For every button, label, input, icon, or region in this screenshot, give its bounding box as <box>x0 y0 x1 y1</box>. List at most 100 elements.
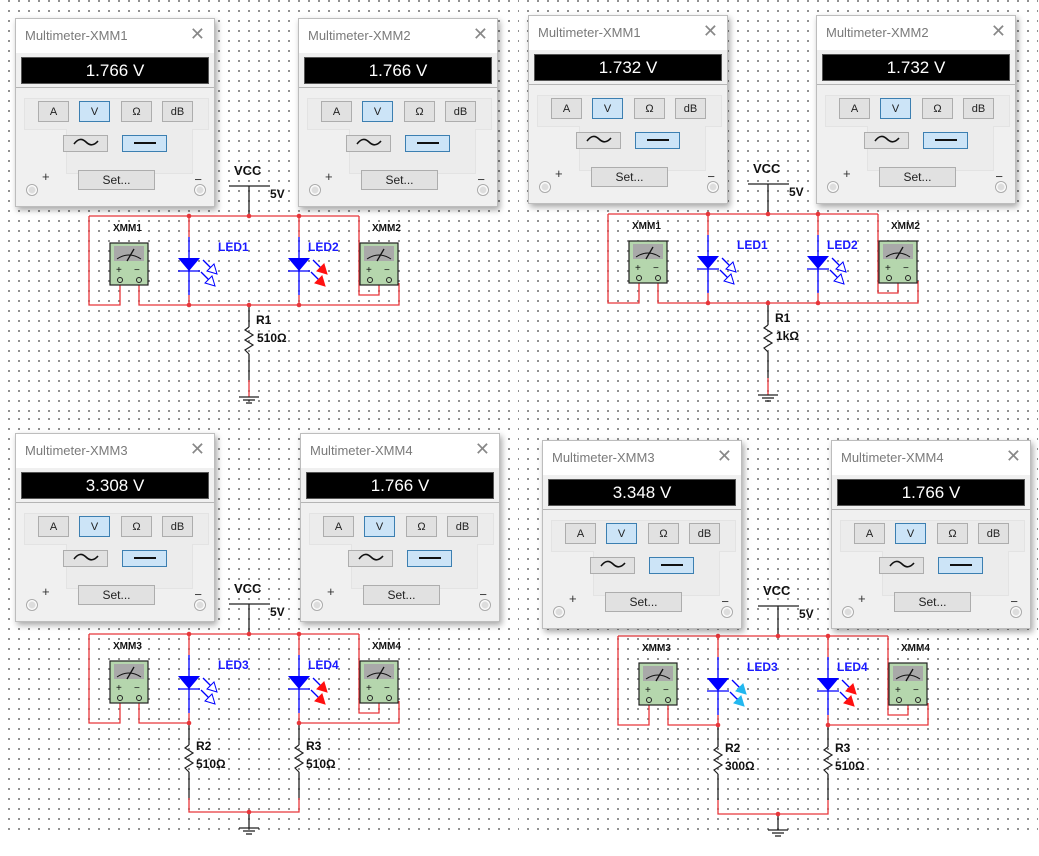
v-mode-button[interactable]: V <box>362 101 393 122</box>
title-bar[interactable]: Multimeter-XMM3✕ <box>543 441 741 475</box>
title-bar[interactable]: Multimeter-XMM1✕ <box>529 16 727 50</box>
v-mode-button[interactable]: V <box>79 101 110 122</box>
positive-terminal[interactable] <box>827 181 839 193</box>
negative-terminal[interactable] <box>194 599 206 611</box>
a-mode-button[interactable]: A <box>323 516 354 537</box>
close-icon[interactable]: ✕ <box>189 439 205 459</box>
ohm-mode-button[interactable]: Ω <box>648 523 679 544</box>
set-button[interactable]: Set... <box>894 592 971 612</box>
a-mode-button[interactable]: A <box>854 523 885 544</box>
set-button[interactable]: Set... <box>879 167 956 187</box>
positive-terminal[interactable] <box>311 599 323 611</box>
ac-button[interactable] <box>348 550 393 567</box>
multimeter-symbol[interactable]: +− <box>359 660 399 704</box>
db-mode-button[interactable]: dB <box>162 516 193 537</box>
db-mode-button[interactable]: dB <box>447 516 478 537</box>
set-button[interactable]: Set... <box>361 170 438 190</box>
multimeter-symbol[interactable]: +− <box>878 240 918 284</box>
negative-terminal[interactable] <box>721 606 733 618</box>
v-mode-button[interactable]: V <box>895 523 926 544</box>
dc-button[interactable] <box>122 135 167 152</box>
dc-button[interactable] <box>407 550 452 567</box>
ac-button[interactable] <box>63 135 108 152</box>
dc-button[interactable] <box>649 557 694 574</box>
negative-terminal[interactable] <box>707 181 719 193</box>
close-icon[interactable]: ✕ <box>716 446 732 466</box>
a-mode-button[interactable]: A <box>321 101 352 122</box>
multimeter-symbol[interactable]: +− <box>109 660 149 704</box>
positive-terminal[interactable] <box>553 606 565 618</box>
a-mode-button[interactable]: A <box>38 101 69 122</box>
positive-terminal[interactable] <box>26 184 38 196</box>
ohm-mode-button[interactable]: Ω <box>121 101 152 122</box>
multimeter-symbol[interactable]: +− <box>888 662 928 706</box>
ac-button[interactable] <box>346 135 391 152</box>
title-bar[interactable]: Multimeter-XMM2✕ <box>299 19 497 53</box>
db-mode-button[interactable]: dB <box>689 523 720 544</box>
ohm-mode-button[interactable]: Ω <box>922 98 953 119</box>
db-mode-button[interactable]: dB <box>963 98 994 119</box>
negative-terminal[interactable] <box>995 181 1007 193</box>
close-icon[interactable]: ✕ <box>990 21 1006 41</box>
title-bar[interactable]: Multimeter-XMM3✕ <box>16 434 214 468</box>
positive-terminal[interactable] <box>842 606 854 618</box>
dc-button[interactable] <box>122 550 167 567</box>
ac-button[interactable] <box>864 132 909 149</box>
negative-terminal[interactable] <box>479 599 491 611</box>
dc-button[interactable] <box>938 557 983 574</box>
ac-button[interactable] <box>63 550 108 567</box>
ac-button[interactable] <box>576 132 621 149</box>
db-mode-button[interactable]: dB <box>978 523 1009 544</box>
set-button[interactable]: Set... <box>78 170 155 190</box>
positive-terminal[interactable] <box>26 599 38 611</box>
close-icon[interactable]: ✕ <box>474 439 490 459</box>
title-bar[interactable]: Multimeter-XMM1✕ <box>16 19 214 53</box>
negative-terminal[interactable] <box>477 184 489 196</box>
ohm-mode-button[interactable]: Ω <box>634 98 665 119</box>
multimeter-symbol[interactable]: +− <box>359 242 399 286</box>
multimeter-symbol[interactable]: +− <box>638 662 678 706</box>
set-button[interactable]: Set... <box>591 167 668 187</box>
ac-button[interactable] <box>879 557 924 574</box>
negative-terminal[interactable] <box>1010 606 1022 618</box>
multimeter-symbol[interactable]: +− <box>109 242 149 286</box>
ohm-mode-button[interactable]: Ω <box>937 523 968 544</box>
title-bar[interactable]: Multimeter-XMM4✕ <box>832 441 1030 475</box>
dc-button[interactable] <box>635 132 680 149</box>
v-mode-button[interactable]: V <box>880 98 911 119</box>
db-mode-button[interactable]: dB <box>162 101 193 122</box>
close-icon[interactable]: ✕ <box>472 24 488 44</box>
dc-button[interactable] <box>405 135 450 152</box>
set-button[interactable]: Set... <box>363 585 440 605</box>
title-bar[interactable]: Multimeter-XMM4✕ <box>301 434 499 468</box>
close-icon[interactable]: ✕ <box>702 21 718 41</box>
set-button[interactable]: Set... <box>78 585 155 605</box>
negative-terminal[interactable] <box>194 184 206 196</box>
close-icon[interactable]: ✕ <box>189 24 205 44</box>
ac-button[interactable] <box>590 557 635 574</box>
db-mode-button[interactable]: dB <box>675 98 706 119</box>
db-mode-button[interactable]: dB <box>445 101 476 122</box>
v-mode-button[interactable]: V <box>79 516 110 537</box>
multimeter-symbol[interactable]: +− <box>628 240 668 284</box>
dc-button[interactable] <box>923 132 968 149</box>
v-mode-button[interactable]: V <box>364 516 395 537</box>
a-mode-button[interactable]: A <box>38 516 69 537</box>
set-button[interactable]: Set... <box>605 592 682 612</box>
ohm-mode-button[interactable]: Ω <box>121 516 152 537</box>
ohm-mode-button[interactable]: Ω <box>406 516 437 537</box>
positive-terminal[interactable] <box>539 181 551 193</box>
v-mode-button[interactable]: V <box>606 523 637 544</box>
a-mode-button[interactable]: A <box>565 523 596 544</box>
positive-terminal[interactable] <box>309 184 321 196</box>
v-mode-button[interactable]: V <box>592 98 623 119</box>
a-mode-button[interactable]: A <box>551 98 582 119</box>
